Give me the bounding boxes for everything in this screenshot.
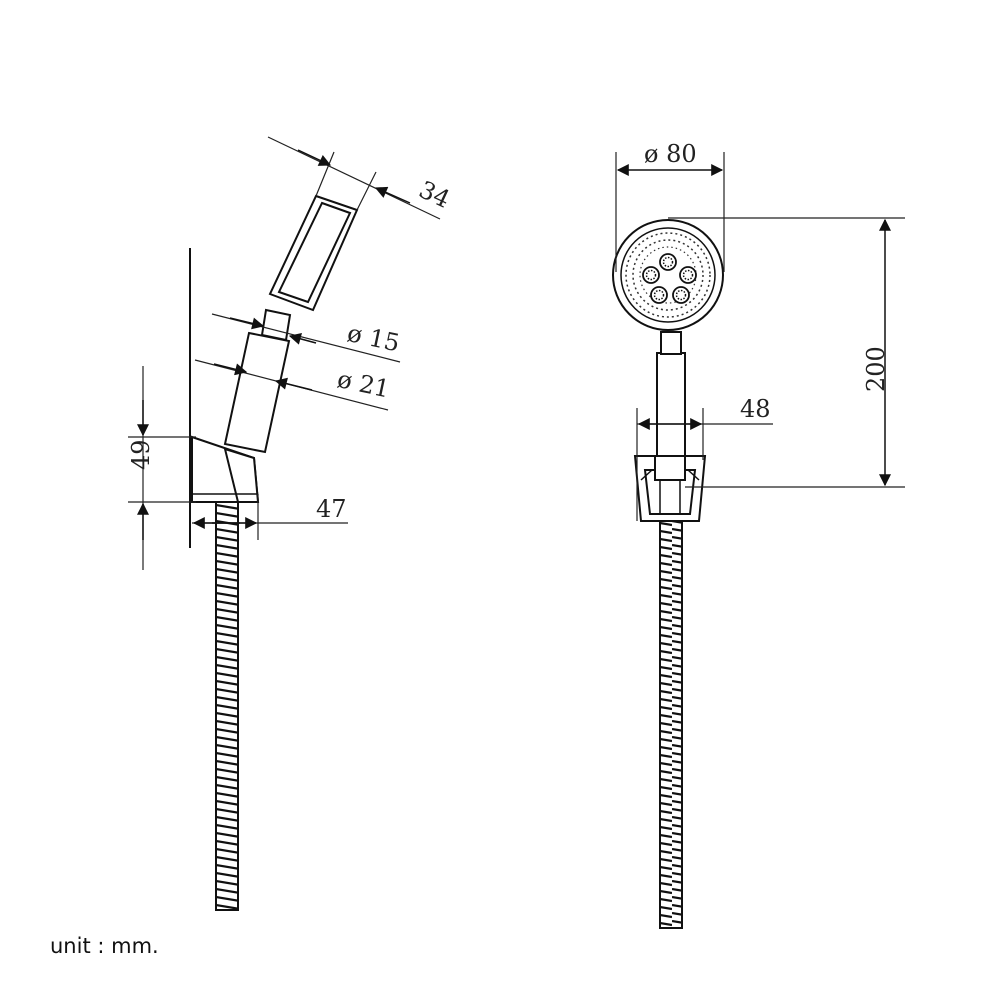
side-shower-head bbox=[268, 194, 359, 312]
front-hose bbox=[659, 517, 683, 929]
front-handle bbox=[656, 331, 686, 457]
dim-bracket-height-label: 49 bbox=[127, 439, 155, 470]
dim-head-diameter-label: ø 80 bbox=[644, 140, 697, 168]
dim-height-label: 200 bbox=[862, 346, 890, 392]
side-hose bbox=[215, 501, 239, 911]
front-bracket bbox=[633, 455, 707, 522]
dim-bracket-depth: 47 bbox=[192, 494, 348, 540]
unit-note: unit : mm. bbox=[50, 934, 159, 958]
dim-handle-diameter: ø 21 bbox=[194, 359, 392, 411]
dim-neck-diameter-label: ø 15 bbox=[345, 319, 402, 357]
nozzle bbox=[650, 286, 668, 304]
side-view: 34 ø 15 ø 21 49 bbox=[127, 136, 455, 911]
dim-height: 200 bbox=[668, 217, 905, 488]
nozzle bbox=[659, 253, 677, 271]
front-shower-head bbox=[612, 219, 724, 331]
nozzle-group bbox=[642, 253, 697, 304]
dim-handle-diameter-label: ø 21 bbox=[335, 365, 392, 403]
dim-head-thickness-label: 34 bbox=[415, 175, 455, 213]
dim-head-thickness: 34 bbox=[267, 136, 455, 220]
nozzle bbox=[679, 266, 697, 284]
dim-bracket-height: 49 bbox=[127, 366, 196, 570]
dim-bracket-depth-label: 47 bbox=[316, 495, 347, 523]
front-view: ø 80 200 48 bbox=[612, 140, 905, 929]
nozzle bbox=[642, 266, 660, 284]
nozzle bbox=[672, 286, 690, 304]
dim-bracket-width-label: 48 bbox=[740, 395, 771, 423]
dim-neck-diameter: ø 15 bbox=[211, 313, 402, 363]
dim-head-diameter: ø 80 bbox=[615, 140, 725, 272]
dim-bracket-width: 48 bbox=[636, 395, 773, 521]
